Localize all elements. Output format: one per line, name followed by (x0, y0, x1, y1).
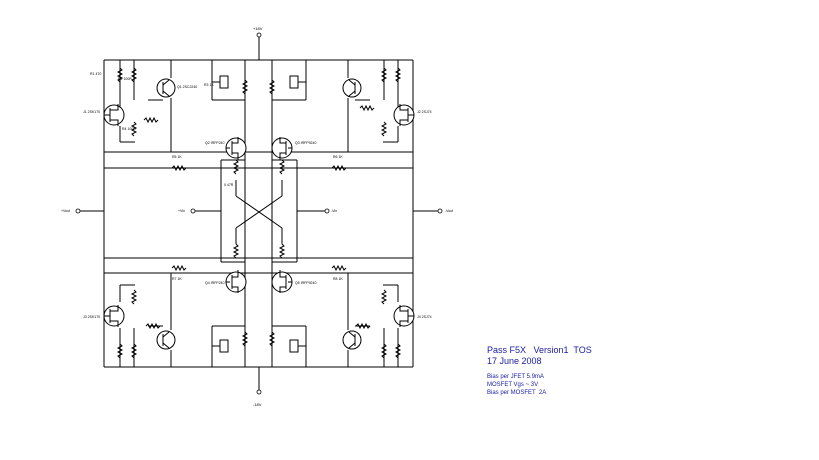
component-label: R8 1K (333, 277, 343, 281)
resistors (116, 67, 402, 359)
resistor (394, 343, 402, 359)
title-text: Pass F5X Version1 TOS (487, 345, 592, 355)
trimpot (219, 339, 229, 353)
component-label: R2 100R (118, 77, 132, 81)
resistor (116, 67, 124, 83)
resistor (380, 343, 388, 359)
resistor (130, 343, 138, 359)
trimpot (289, 339, 299, 353)
bus-wires (78, 35, 440, 392)
resistor (171, 264, 187, 272)
rail-negative-label: -18V (253, 402, 262, 407)
trimpot (289, 75, 299, 89)
component-label: R6 1K (333, 155, 343, 159)
resistor (380, 289, 388, 305)
resistor (278, 159, 286, 175)
component-label: Q1 2SC2240 (177, 85, 197, 89)
resistor (394, 67, 402, 83)
rail-positive-label: +18V (253, 26, 263, 31)
component-label: J3 2SK170 (83, 315, 100, 319)
io-label-left: +Vout (61, 209, 70, 213)
transistors (103, 78, 415, 350)
pnp-transistor (342, 78, 362, 98)
component-label: J2 2SJ74 (417, 110, 432, 114)
resistor (232, 243, 240, 259)
resistor (380, 121, 388, 137)
terminal-pin (256, 32, 262, 38)
pnp-transistor (342, 330, 362, 350)
io-label-mid-right: -Vin (331, 209, 337, 213)
terminals (75, 32, 443, 395)
note-line: Bias per JFET 5.9mA (487, 374, 544, 380)
title-block: Pass F5X Version1 TOS 17 June 2008 Bias … (487, 345, 592, 397)
component-labels: R1 470 R2 100R Q1 2SC2240 R3 1K J1 2SK17… (83, 72, 432, 319)
resistor (232, 159, 240, 175)
resistor (130, 289, 138, 305)
npn-transistor (156, 330, 176, 350)
component-label: Q2 IRFP240 (205, 141, 225, 145)
component-label: R5 1K (172, 155, 182, 159)
component-label: Q5 IRFP9240 (295, 281, 316, 285)
note-line: MOSFET Vgs ~ 3V (487, 382, 539, 388)
resistor (241, 331, 249, 347)
resistor (171, 164, 187, 172)
note-line: Bias per MOSFET 2A (487, 390, 547, 396)
terminal-pin (437, 208, 443, 214)
resistor (130, 67, 138, 83)
component-label: J1 2SK170 (83, 110, 100, 114)
component-label: R7 1K (172, 277, 182, 281)
component-label: 0.47R (224, 183, 234, 187)
component-label: R1 470 (90, 72, 101, 76)
resistor (116, 343, 124, 359)
io-label-right: -Vout (445, 209, 453, 213)
component-label: Q4 IRFP240 (205, 281, 225, 285)
resistor (268, 331, 276, 347)
component-label: Q3 IRFP9240 (295, 141, 316, 145)
resistor (145, 322, 161, 330)
resistor (143, 116, 159, 124)
component-label: J4 2SJ74 (417, 315, 432, 319)
resistor (380, 67, 388, 83)
io-label-mid-left: +Vin (178, 209, 185, 213)
terminal-pin (324, 208, 330, 214)
terminal-pin (256, 389, 262, 395)
resistor (241, 79, 249, 95)
resistor (331, 264, 347, 272)
npn-transistor (156, 78, 176, 98)
trimpots (212, 75, 306, 353)
component-label: R3 1K (204, 83, 214, 87)
terminal-pin (190, 208, 196, 214)
resistor (268, 79, 276, 95)
resistor (355, 322, 371, 330)
resistor (331, 164, 347, 172)
component-label: R4 100R (122, 127, 136, 131)
trimpot (219, 75, 229, 89)
date-text: 17 June 2008 (487, 356, 542, 366)
resistor (359, 104, 375, 112)
resistor (278, 243, 286, 259)
terminal-pin (75, 208, 81, 214)
resistor (130, 121, 138, 137)
